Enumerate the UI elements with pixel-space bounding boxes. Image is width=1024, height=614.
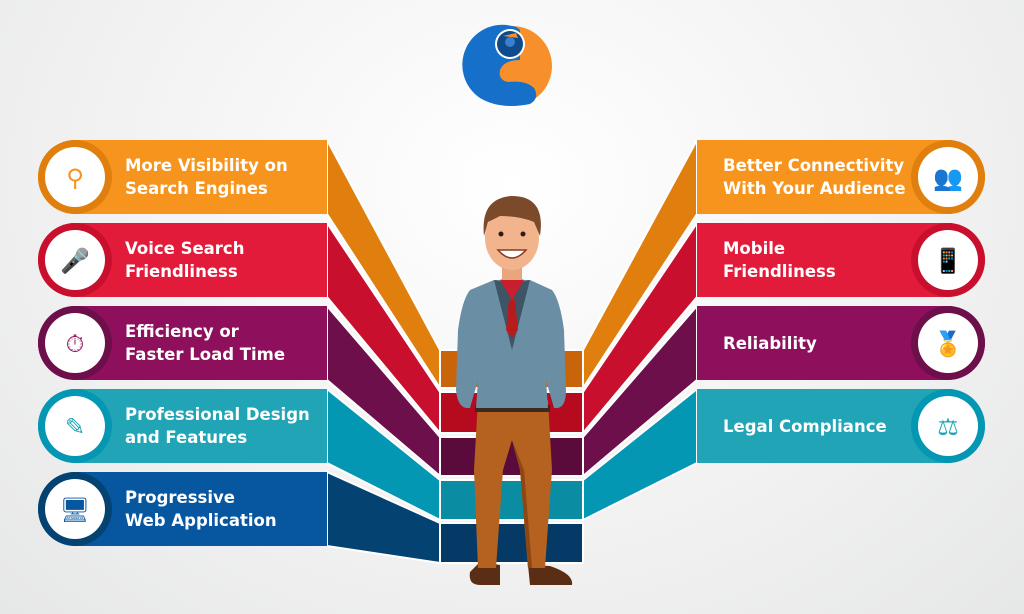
benefit-title-line2: Search Engines	[125, 179, 268, 198]
businessman-illustration	[456, 196, 573, 585]
mobile-check-icon: 📱	[933, 247, 963, 275]
monitor-icon: 🖥	[60, 496, 90, 524]
ribbon-center	[439, 479, 584, 521]
benefit-title-line2: Web Application	[125, 511, 277, 530]
benefit-title-line2: Friendliness	[125, 262, 238, 281]
left-benefit-item: ⏱ Efficiency or Faster Load Time	[38, 306, 327, 380]
microphone-icon: 🎤	[60, 246, 90, 275]
design-tools-icon: ✎	[65, 413, 85, 441]
audience-icon: 👥	[933, 164, 963, 192]
benefit-title-line1: Better Connectivity	[723, 156, 904, 175]
benefit-title-line1: Efficiency or	[125, 322, 240, 341]
gavel-icon: ⚖	[937, 413, 959, 441]
stopwatch-icon: ⏱	[66, 330, 85, 358]
benefit-title-line1: Mobile	[723, 239, 785, 258]
benefit-title-line2: Faster Load Time	[125, 345, 285, 364]
benefit-title-line1: More Visibility on	[125, 156, 288, 175]
badge-icon: 🏅	[933, 330, 963, 358]
right-benefit-item: ⚖ Legal Compliance	[697, 389, 985, 463]
ribbon-center	[439, 522, 584, 564]
search-icon: ⚲	[66, 164, 84, 192]
benefit-title-line1: Voice Search	[125, 239, 244, 258]
benefit-title-line2: and Features	[125, 428, 247, 447]
benefit-title-line2: With Your Audience	[723, 179, 906, 198]
left-benefit-item: ⚲ More Visibility on Search Engines	[38, 140, 327, 214]
right-benefit-item: 🏅 Reliability	[697, 306, 985, 380]
ribbon-center	[439, 436, 584, 477]
brand-logo	[462, 24, 552, 106]
benefit-title-line1: Professional Design	[125, 405, 310, 424]
benefit-title: Legal Compliance	[723, 417, 887, 436]
benefit-title-line2: Friendliness	[723, 262, 836, 281]
benefit-title-line1: Progressive	[125, 488, 235, 507]
benefit-title: Reliability	[723, 334, 817, 353]
left-benefit-item: ✎ Professional Design and Features	[38, 389, 327, 463]
